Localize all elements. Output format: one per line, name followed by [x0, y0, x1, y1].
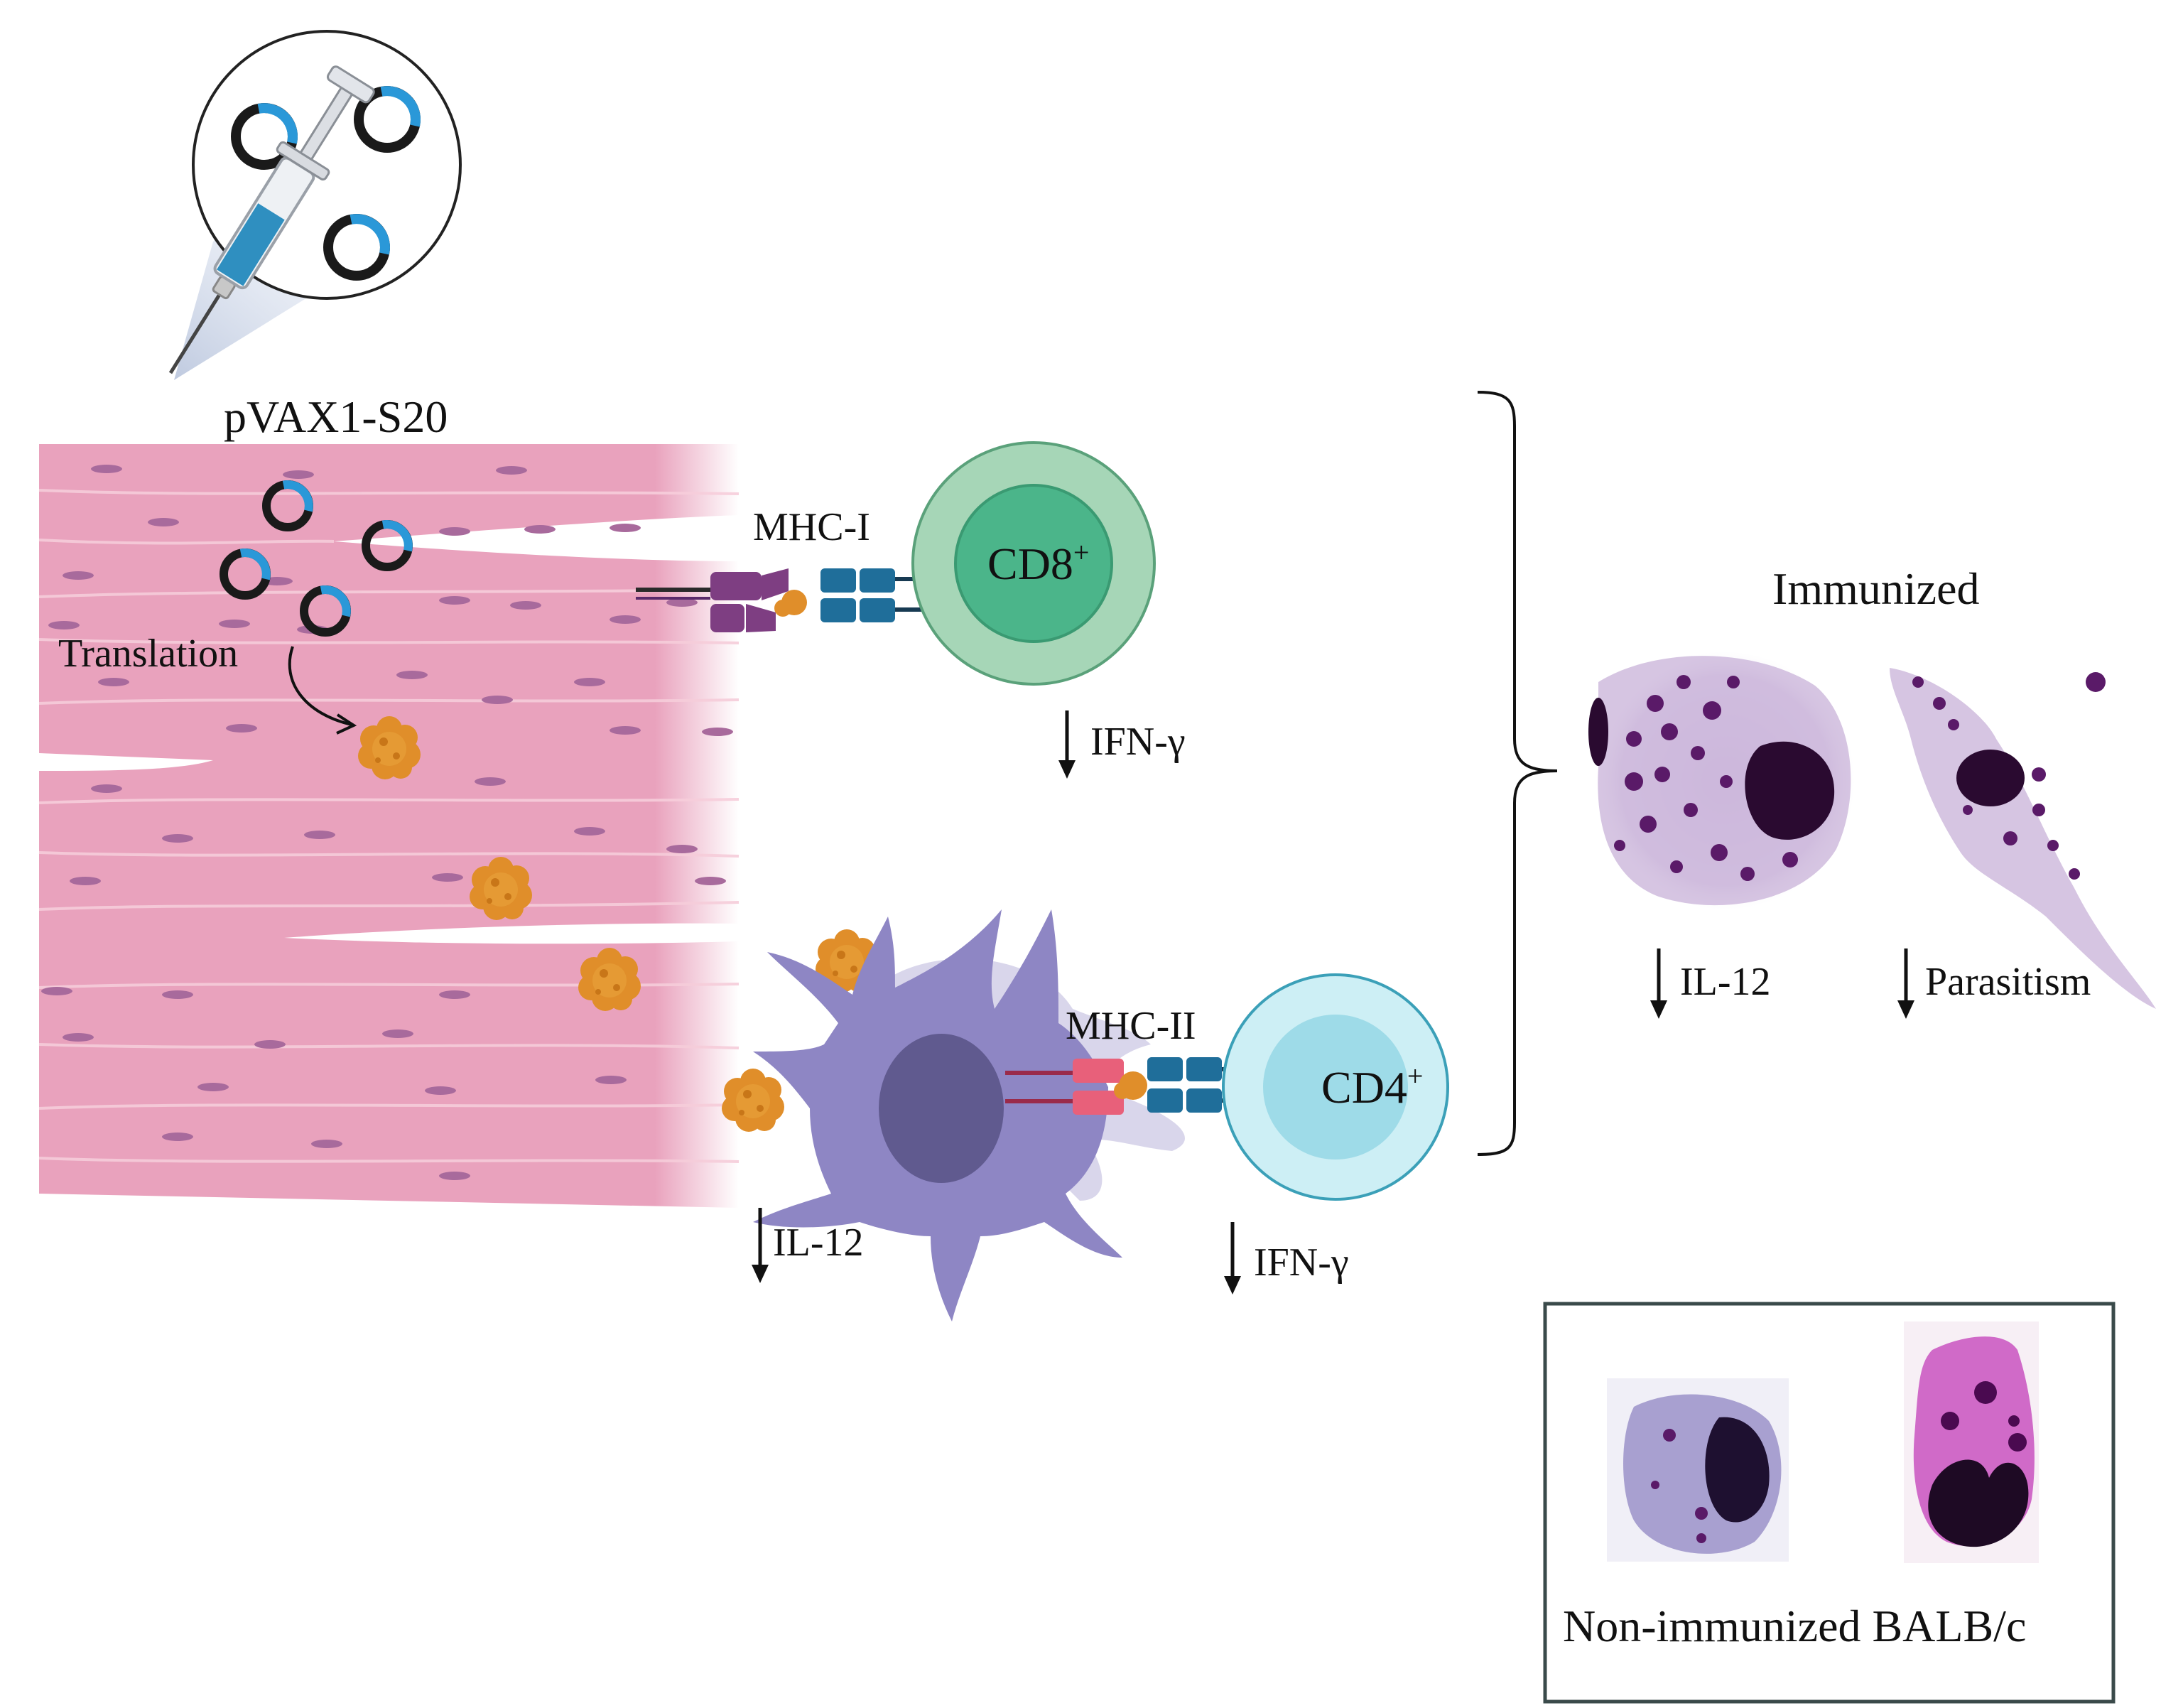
- t-cell-icon: [911, 441, 1156, 686]
- cd8-label: CD8+: [987, 536, 1089, 589]
- translation-arrow: [288, 646, 352, 726]
- translation-label: Translation: [58, 632, 238, 676]
- non-immunized-micrograph-2: [1904, 1321, 2039, 1563]
- down-arrow-icon: [752, 1208, 769, 1283]
- muscle-tissue: [38, 444, 740, 1208]
- cd8-text: CD8: [987, 539, 1073, 589]
- down-arrow-icon: [1058, 710, 1076, 779]
- ifn-gamma-cd4-label: IFN-γ: [1254, 1241, 1349, 1285]
- down-arrow-icon: [1224, 1222, 1241, 1294]
- mhc1-label: MHC-I: [753, 505, 870, 549]
- plasmid-label: pVAX1-S20: [224, 391, 448, 442]
- immunized-micrograph-2: [1890, 668, 2156, 1009]
- non-immunized-micrograph-1: [1607, 1378, 1789, 1562]
- zoom-callout: [174, 30, 462, 380]
- mhc2-label: MHC-II: [1066, 1004, 1196, 1048]
- cd8-superscript: +: [1073, 536, 1090, 568]
- cd4-label: CD4+: [1321, 1060, 1423, 1113]
- immunized-title: Immunized: [1772, 563, 1979, 614]
- dendritic-cell-icon: [753, 909, 1185, 1321]
- bracket-icon: [1477, 391, 1558, 1156]
- t-cell-icon: [1222, 973, 1449, 1201]
- immunized-il12-label: IL-12: [1680, 960, 1771, 1004]
- down-arrow-icon: [1897, 948, 1914, 1019]
- cd4-text: CD4: [1321, 1062, 1407, 1113]
- mhc2-complex: [1005, 1059, 1147, 1115]
- ifn-gamma-cd8-label: IFN-γ: [1090, 720, 1186, 764]
- non-immunized-label: Non-immunized BALB/c: [1563, 1601, 2026, 1651]
- il12-dendritic-label: IL-12: [773, 1221, 864, 1265]
- cd4-superscript: +: [1407, 1060, 1424, 1092]
- syringe-icon: [168, 65, 375, 374]
- immunized-micrograph-1: [1588, 649, 1857, 912]
- mhc1-complex: [636, 568, 807, 632]
- down-arrow-icon: [1650, 948, 1667, 1019]
- immunized-parasitism-label: Parasitism: [1925, 960, 2091, 1004]
